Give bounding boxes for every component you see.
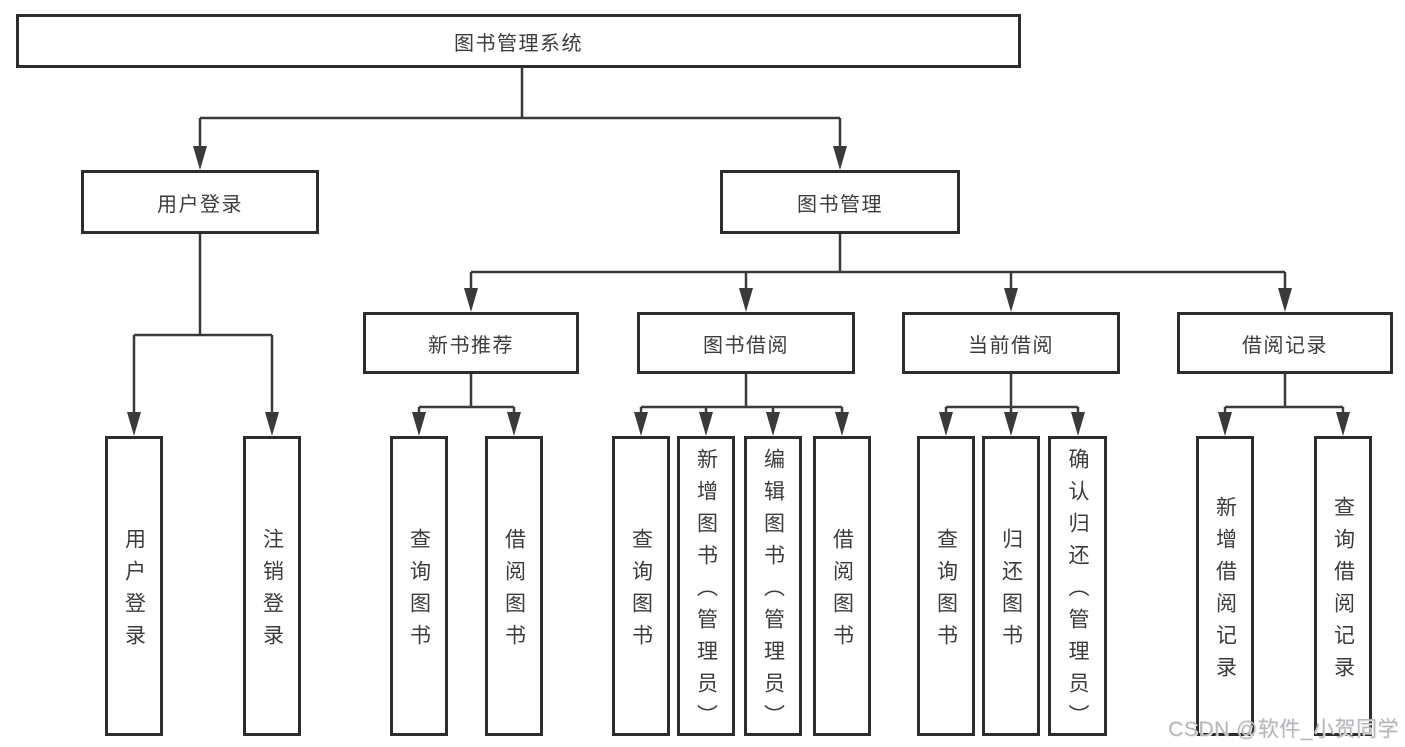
node-book-borrow: 图书借阅 (637, 312, 855, 374)
leaf-add-borrow-record-label: 新增借阅记录 (1213, 495, 1237, 688)
node-user-login-label: 用户登录 (157, 193, 243, 216)
watermark: CSDN @软件_小贺同学 (1168, 718, 1399, 741)
node-book-mgmt-label: 图书管理 (797, 193, 883, 216)
leaf-return-book: 归还图书 (982, 436, 1040, 736)
leaf-user-login: 用户登录 (105, 436, 163, 736)
node-current-borrow: 当前借阅 (902, 312, 1120, 374)
node-root-label: 图书管理系统 (454, 32, 583, 55)
node-borrow-records: 借阅记录 (1177, 312, 1393, 374)
leaf-add-book-admin-label: 新增图书（管理员） (694, 447, 718, 736)
leaf-borrow-books-2-label: 借阅图书 (830, 527, 854, 656)
leaf-borrow-books-2: 借阅图书 (813, 436, 871, 736)
node-borrow-records-label: 借阅记录 (1242, 334, 1328, 357)
leaf-confirm-return-admin: 确认归还（管理员） (1048, 436, 1107, 736)
leaf-query-books-2-label: 查询图书 (629, 527, 653, 656)
leaf-query-borrow-record: 查询借阅记录 (1314, 436, 1372, 736)
leaf-query-books-2: 查询图书 (612, 436, 670, 736)
node-root: 图书管理系统 (16, 14, 1021, 68)
leaf-query-books-3-label: 查询图书 (934, 527, 958, 656)
leaf-edit-book-admin: 编辑图书（管理员） (744, 436, 802, 736)
node-current-borrow-label: 当前借阅 (968, 334, 1054, 357)
leaf-add-book-admin: 新增图书（管理员） (677, 436, 735, 736)
leaf-query-books-3: 查询图书 (917, 436, 975, 736)
leaf-confirm-return-admin-label: 确认归还（管理员） (1066, 447, 1089, 736)
arrowheads (127, 146, 1350, 436)
node-new-book-rec-label: 新书推荐 (428, 334, 514, 357)
leaf-user-login-label: 用户登录 (122, 527, 146, 656)
node-new-book-rec: 新书推荐 (363, 312, 579, 374)
leaf-query-books-1: 查询图书 (390, 436, 448, 736)
leaf-edit-book-admin-label: 编辑图书（管理员） (761, 447, 785, 736)
leaf-return-book-label: 归还图书 (999, 527, 1023, 656)
leaf-query-books-1-label: 查询图书 (407, 527, 431, 656)
leaf-borrow-books-1: 借阅图书 (485, 436, 543, 736)
leaf-logout-label: 注销登录 (260, 527, 284, 656)
leaf-query-borrow-record-label: 查询借阅记录 (1331, 495, 1355, 688)
node-book-mgmt: 图书管理 (720, 170, 960, 234)
leaf-borrow-books-1-label: 借阅图书 (502, 527, 526, 656)
connector-strokes (132, 68, 1345, 414)
node-book-borrow-label: 图书借阅 (703, 334, 789, 357)
node-user-login: 用户登录 (81, 170, 319, 234)
leaf-logout: 注销登录 (243, 436, 301, 736)
leaf-add-borrow-record: 新增借阅记录 (1196, 436, 1254, 736)
